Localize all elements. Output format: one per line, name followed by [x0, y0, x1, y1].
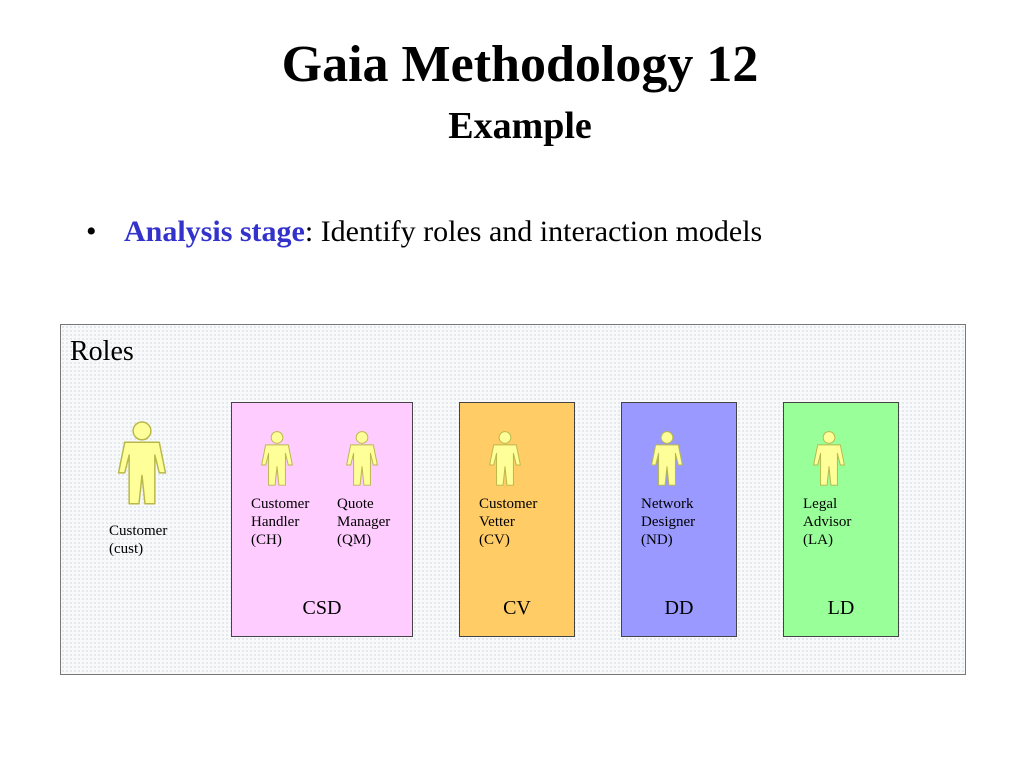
customer-role-name: Customer	[109, 523, 168, 539]
person-icon	[117, 421, 167, 505]
role-name-line2: Vetter	[479, 514, 515, 530]
role-name-line2: Manager	[337, 514, 391, 530]
department-dd: Network Designer (ND) DD	[621, 402, 737, 637]
role-abbr: (CH)	[251, 532, 282, 548]
quote-manager-label: Quote Manager (QM)	[337, 495, 390, 549]
role-name-line2: Advisor	[803, 514, 852, 530]
role-abbr: (CV)	[479, 532, 510, 548]
customer-role-label: Customer (cust)	[109, 522, 167, 558]
slide-title: Gaia Methodology 12	[281, 36, 759, 93]
department-cv: Customer Vetter (CV) CV	[459, 402, 575, 637]
department-ld: Legal Advisor (LA) LD	[783, 402, 899, 637]
person-icon	[346, 431, 378, 486]
person-icon	[489, 431, 521, 486]
person-icon	[813, 431, 845, 486]
network-designer-person-icon	[650, 431, 684, 486]
role-abbr: (ND)	[641, 532, 673, 548]
role-abbr: (LA)	[803, 532, 833, 548]
customer-handler-person-icon	[260, 431, 294, 486]
role-name-line2: Designer	[641, 514, 696, 530]
roles-diagram: Roles Customer (cust) Customer Handler	[60, 324, 966, 675]
roles-label: Roles	[70, 336, 134, 367]
bullet-item: • Analysis stage: Identify roles and inte…	[86, 212, 762, 252]
quote-manager-person-icon	[345, 431, 379, 486]
department-name-dd: DD	[664, 597, 694, 619]
role-abbr: (QM)	[337, 532, 372, 548]
department-csd: Customer Handler (CH) Quote Manager (QM)…	[231, 402, 413, 637]
customer-handler-label: Customer Handler (CH)	[251, 495, 309, 549]
bullet-text: : Identify roles and interaction models	[304, 215, 763, 248]
person-icon	[261, 431, 293, 486]
network-designer-label: Network Designer (ND)	[641, 495, 695, 549]
role-name-line1: Network	[641, 496, 694, 512]
role-name-line2: Handler	[251, 514, 300, 530]
customer-vetter-person-icon	[488, 431, 522, 486]
role-name-line1: Customer	[251, 496, 310, 512]
legal-advisor-label: Legal Advisor (LA)	[803, 495, 851, 549]
bullet-marker: •	[86, 215, 97, 248]
department-name-cv: CV	[503, 597, 531, 619]
legal-advisor-person-icon	[812, 431, 846, 486]
role-name-line1: Customer	[479, 496, 538, 512]
slide-subtitle: Example	[448, 105, 592, 147]
department-name-ld: LD	[827, 597, 855, 619]
analysis-stage-label: Analysis stage	[124, 215, 305, 248]
role-name-line1: Legal	[803, 496, 838, 512]
role-name-line1: Quote	[337, 496, 374, 512]
department-name-csd: CSD	[302, 597, 342, 619]
customer-role-abbr: (cust)	[109, 541, 144, 557]
person-icon	[651, 431, 683, 486]
customer-person-icon	[117, 421, 167, 505]
customer-vetter-label: Customer Vetter (CV)	[479, 495, 537, 549]
